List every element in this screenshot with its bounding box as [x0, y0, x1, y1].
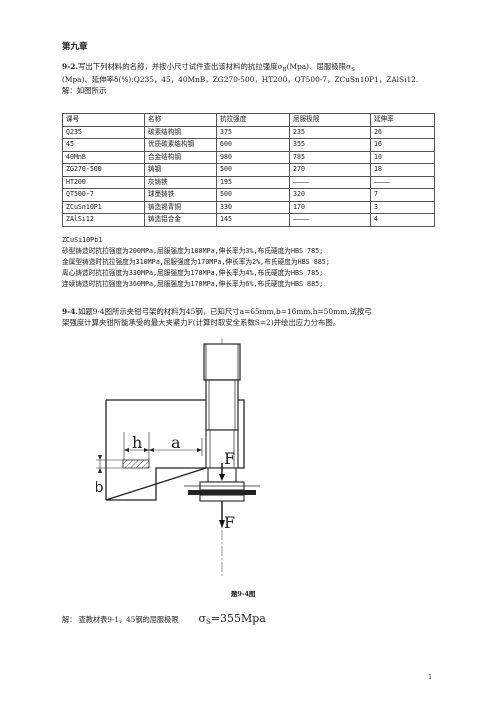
label-b: b — [96, 478, 104, 496]
table-cell: 球墨铸铁 — [144, 188, 217, 202]
table-cell: ZAlSi12 — [62, 213, 145, 227]
table-cell: QT500-7 — [62, 188, 145, 202]
table-cell: 235 — [289, 125, 371, 139]
table-cell: 16 — [370, 138, 435, 152]
table-cell: 320 — [289, 188, 371, 202]
table-cell: 270 — [289, 163, 371, 177]
table-header-cell: 名称 — [144, 113, 217, 127]
label-force-top: F — [224, 449, 235, 468]
table-cell: 980 — [216, 150, 290, 164]
question-9-4-line1: 9-4.如题9-4图所示夹钳弓架的材料为45钢，已知尺寸a=65mm,b=16m… — [62, 306, 442, 317]
table-cell: 18 — [370, 163, 435, 177]
lower-jaw — [199, 494, 245, 502]
table-cell: 500 — [216, 163, 290, 177]
clamp-frame-figure: h a b F F — [96, 338, 260, 578]
table-cell: 330 — [216, 200, 290, 214]
screw-head — [203, 343, 241, 381]
answer-value: =355Mpa — [210, 612, 266, 625]
table-header-cell: 课号 — [62, 113, 145, 127]
table-row: QT500-7 球墨铸铁 500 320 7 — [62, 188, 435, 202]
subscript-b: B — [282, 67, 287, 73]
question-9-2-text-a: 写出下列材料的名称，并按小尺寸试件查出该材料的抗拉强度σ — [77, 62, 283, 71]
table-cell: 355 — [289, 138, 371, 152]
label-force-bottom: F — [224, 513, 235, 532]
question-9-2-line2: (Mpa)、延伸率δ(%):Q235，45，40MnB，ZG270-500，HT… — [62, 75, 419, 84]
note-line: ZCuSi10Pb1 — [62, 236, 103, 244]
question-9-4-number: 9-4. — [62, 307, 78, 316]
question-9-4: 9-4.如题9-4图所示夹钳弓架的材料为45钢，已知尺寸a=65mm,b=16m… — [62, 306, 442, 328]
material-table: 课号 名称 抗拉强度 屈服极限 延伸率 Q235 碳素结构钢 375 235 2… — [62, 113, 435, 227]
table-cell: 铸造铝合金 — [144, 213, 217, 227]
question-9-2-line3: 解：如图所示 — [62, 86, 107, 95]
table-cell: 26 — [370, 125, 435, 139]
question-9-2-number: 9-2. — [62, 62, 78, 71]
note-line: 砂型铸造时抗拉强度为200MPa,屈服强度为100MPa,伸长率为3%,布氏硬度… — [62, 247, 324, 255]
answer-text: 解： 查教材表9-1，45钢的屈服极限 — [62, 615, 179, 624]
note-line: 离心铸造时抗拉强度为330MPa,屈服强度为170MPa,伸长率为4%,布氏硬度… — [62, 269, 324, 277]
question-9-4-text-a: 如题9-4图所示夹钳弓架的材料为45钢，已知尺寸a=65mm,b=16mm,h=… — [77, 307, 372, 316]
table-cell: 195 — [216, 175, 290, 189]
question-9-2-text-b: (Mpa)、屈服极限σ — [286, 62, 352, 71]
table-cell: ZCuSn10P1 — [62, 200, 145, 214]
sigma-symbol: σ — [198, 612, 206, 625]
answer-line: 解： 查教材表9-1，45钢的屈服极限 σS=355Mpa — [62, 612, 266, 626]
label-a: a — [171, 433, 181, 452]
note-line: 连续铸造时抗拉强度为360MPa,屈服强度为170MPa,伸长率为6%,布氏硬度… — [62, 280, 324, 288]
question-9-2: 9-2.写出下列材料的名称，并按小尺寸试件查出该材料的抗拉强度σB(Mpa)、屈… — [62, 61, 442, 96]
table-cell: Q235 — [62, 125, 145, 139]
table-cell: 375 — [216, 125, 290, 139]
table-cell: 40MnB — [62, 150, 145, 164]
table-cell: 170 — [289, 200, 371, 214]
table-cell: ———— — [289, 175, 371, 189]
table-row: HT200 灰铸铁 195 ———— ———— — [62, 175, 435, 189]
table-cell: 合金结构钢 — [144, 150, 217, 164]
table-cell: 3 — [370, 200, 435, 214]
screw-shank — [205, 379, 239, 431]
table-row: ZG270-500 铸钢 500 270 18 — [62, 163, 435, 177]
clamp-frame-outline — [105, 399, 245, 501]
label-h: h — [132, 433, 142, 452]
table-row: 40MnB 合金结构钢 980 785 10 — [62, 150, 435, 164]
table-cell: 灰铸铁 — [144, 175, 217, 189]
table-row: 45 优质碳素结构钢 600 355 16 — [62, 138, 435, 152]
answer-subscript: S — [205, 618, 211, 626]
workpiece — [188, 490, 256, 495]
table-cell: ———— — [370, 175, 435, 189]
chapter-title: 第九章 — [62, 42, 88, 52]
table-cell: 铸钢 — [144, 163, 217, 177]
table-cell: 785 — [289, 150, 371, 164]
table-cell: 碳素结构钢 — [144, 125, 217, 139]
table-header-row: 课号 名称 抗拉强度 屈服极限 延伸率 — [62, 113, 435, 127]
subscript-s: S — [351, 67, 355, 73]
section-hatch — [122, 459, 150, 469]
table-cell: 145 — [216, 213, 290, 227]
page-number: 1 — [428, 673, 433, 681]
table-cell: 7 — [370, 188, 435, 202]
table-cell: ZG270-500 — [62, 163, 145, 177]
table-row: ZAlSi12 铸造铝合金 145 ———— 4 — [62, 213, 435, 227]
table-cell: 铸造锡青铜 — [144, 200, 217, 214]
table-cell: 500 — [216, 188, 290, 202]
table-cell: ———— — [289, 213, 371, 227]
table-cell: 10 — [370, 150, 435, 164]
question-9-2-line1: 9-2.写出下列材料的名称，并按小尺寸试件查出该材料的抗拉强度σB(Mpa)、屈… — [62, 61, 442, 74]
table-cell: 4 — [370, 213, 435, 227]
table-cell: HT200 — [62, 175, 145, 189]
table-header-cell: 延伸率 — [370, 113, 435, 127]
figure-caption: 题9-4图 — [231, 590, 256, 598]
table-cell: 优质碳素结构钢 — [144, 138, 217, 152]
table-header-cell: 屈服极限 — [289, 113, 371, 127]
table-cell: 45 — [62, 138, 145, 152]
note-line: 金属型铸造时抗拉强度为310MPa,屈服强度为170MPa,伸长率为2%,布氏硬… — [62, 258, 330, 266]
question-9-4-line2: 架强度计算夹钳所能承受的最大夹紧力F(计算时取安全系数S=2)并绘出应力分布图。 — [62, 318, 341, 327]
table-row: Q235 碳素结构钢 375 235 26 — [62, 125, 435, 139]
table-header-cell: 抗拉强度 — [216, 113, 290, 127]
table-row: ZCuSn10P1 铸造锡青铜 330 170 3 — [62, 200, 435, 214]
casting-notes: ZCuSi10Pb1 砂型铸造时抗拉强度为200MPa,屈服强度为100MPa,… — [62, 235, 330, 290]
table-cell: 600 — [216, 138, 290, 152]
